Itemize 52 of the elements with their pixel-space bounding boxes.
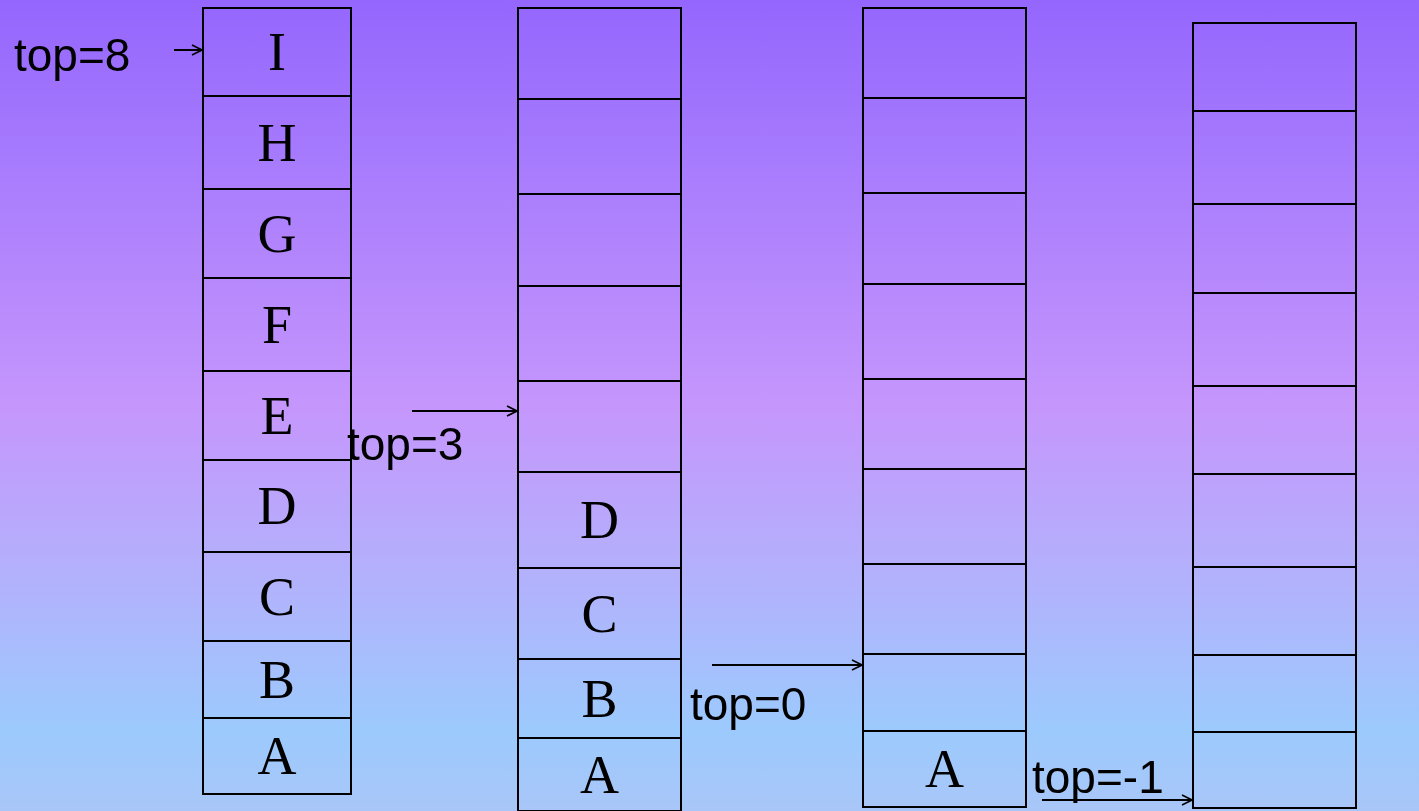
- stack-cell: [862, 378, 1027, 470]
- stack-cell: [862, 7, 1027, 99]
- stack-cell: [202, 188, 352, 279]
- stack-cell: [1192, 473, 1357, 568]
- stack-cell: [517, 7, 682, 100]
- stack-cell: [862, 97, 1027, 194]
- stack-cell: [1192, 203, 1357, 294]
- stack-cell: [202, 277, 352, 372]
- stack-cell: [862, 563, 1027, 655]
- stack-cell: [202, 640, 352, 719]
- stack-cell: [517, 285, 682, 382]
- stack-cell: [862, 283, 1027, 380]
- arrow: [411, 405, 518, 417]
- stack-cell: [1192, 110, 1357, 205]
- stack-cell: [517, 193, 682, 287]
- stack-cell: [1192, 566, 1357, 656]
- stack-cell: [862, 653, 1027, 732]
- stack-cell: [517, 658, 682, 739]
- cell-value: A: [580, 747, 619, 802]
- stack-cell: [862, 468, 1027, 565]
- stack-cell: [202, 717, 352, 795]
- cell-value: G: [257, 206, 297, 261]
- cell-value: C: [259, 569, 295, 624]
- stack-cell: [517, 737, 682, 811]
- stack-cell: [862, 730, 1027, 808]
- cell-value: I: [268, 25, 286, 79]
- cell-value: D: [257, 479, 297, 533]
- cell-value: A: [257, 729, 297, 783]
- arrow: [173, 44, 203, 56]
- cell-value: A: [925, 742, 964, 796]
- stack-cell: [517, 380, 682, 473]
- arrow: [1041, 794, 1193, 806]
- arrow: [711, 659, 863, 671]
- cell-value: B: [259, 652, 295, 707]
- stack-cell: [1192, 292, 1357, 387]
- stack-cell: [517, 567, 682, 660]
- cell-value: E: [260, 388, 294, 443]
- cell-value: C: [581, 586, 618, 641]
- stack-cell: [202, 551, 352, 642]
- stack-cell: [1192, 731, 1357, 809]
- cell-value: D: [580, 493, 619, 547]
- stack-cell: [202, 7, 352, 97]
- stack-cell: [1192, 654, 1357, 733]
- stack-cell: [202, 95, 352, 190]
- stack-cell: [862, 192, 1027, 285]
- stack-cell: [1192, 22, 1357, 112]
- cell-value: B: [581, 671, 618, 726]
- stack-cell: [517, 471, 682, 569]
- stack-cell: [1192, 385, 1357, 475]
- cell-value: H: [257, 115, 297, 170]
- cell-value: F: [261, 297, 292, 352]
- stack-cell: [517, 98, 682, 195]
